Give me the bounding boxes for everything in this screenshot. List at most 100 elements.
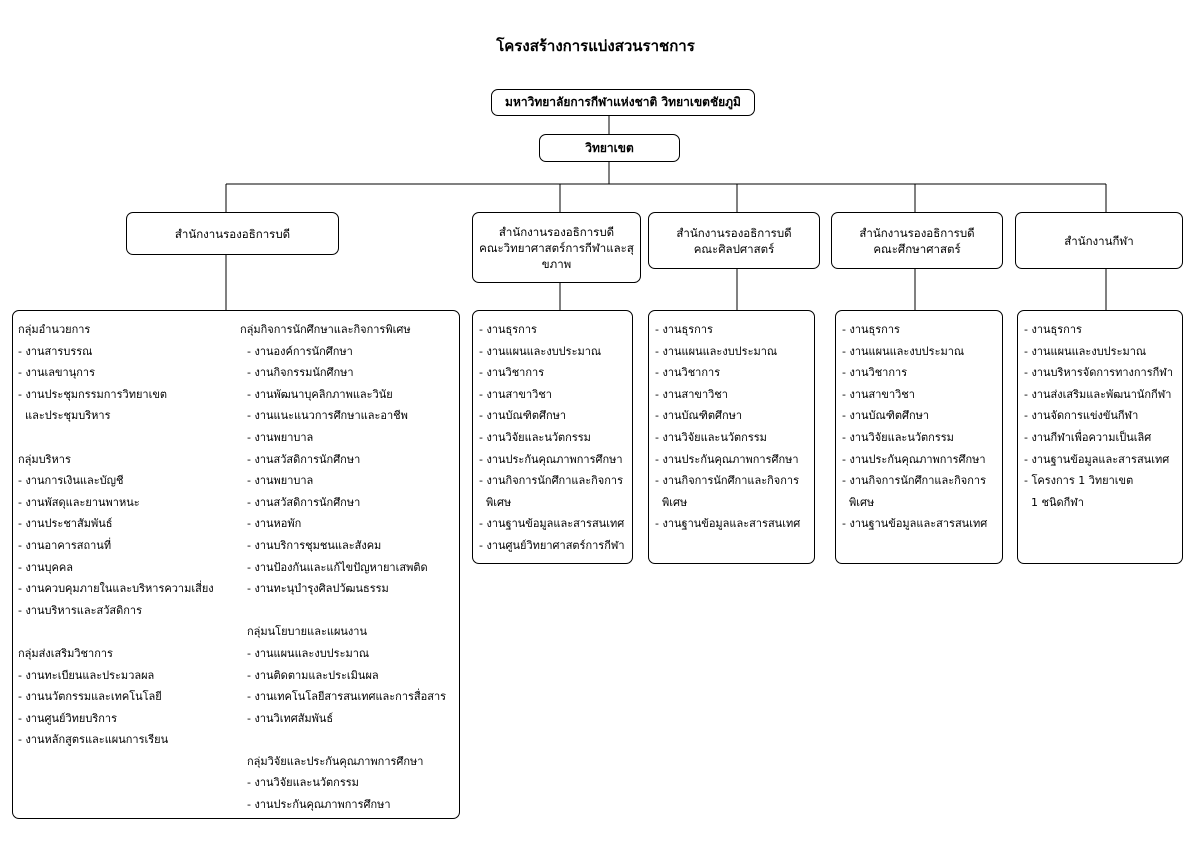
list-item: - งานบริการชุมชนและสังคม [240, 538, 382, 552]
list-item: - งานป้องกันและแก้ไขปัญหายาเสพติด [240, 560, 428, 574]
list-group-heading: กลุ่มกิจการนักศึกษาและกิจการพิเศษ [240, 323, 411, 336]
list-item: - งานพยาบาล [240, 474, 314, 488]
list-item: - งานกีฬาเพื่อความเป็นเลิศ [1024, 430, 1152, 444]
office-label: คณะศึกษาศาสตร์ [873, 241, 961, 256]
university-box: มหาวิทยาลัยการกีฬาแห่งชาติ วิทยาเขตชัยภู… [491, 89, 755, 116]
list-group-heading: กลุ่มบริหาร [18, 452, 71, 466]
list-item: - งานธุรการ [1024, 323, 1082, 336]
office-label: สำนักงานรองอธิการบดี [498, 224, 615, 239]
list-column: - งานธุรการ - งานแผนและงบประมาณ - งานบริหา… [1024, 319, 1182, 513]
office-label: สำนักงานรองอธิการบดี [859, 225, 975, 240]
list-item: - งานบัณฑิตศึกษา [655, 409, 743, 423]
list-item: - งานติดตามและประเมินผล [240, 668, 379, 682]
office-box-sports: สำนักงานกีฬา [1015, 212, 1183, 269]
list-item: - งานฐานข้อมูลและสารสนเทศ [479, 517, 625, 531]
list-item: - งานสาขาวิชา [479, 387, 552, 401]
office-label: สำนักงานรองอธิการบดี [174, 226, 291, 241]
office-label: คณะศิลปศาสตร์ [693, 241, 775, 256]
list-item: - งานพยาบาล [240, 430, 314, 444]
list-item: - งานนวัตกรรมและเทคโนโลยี [18, 690, 162, 704]
list-item: - งานสารบรรณ [18, 344, 93, 358]
list-item: - งานประกันคุณภาพการศึกษา [240, 798, 391, 812]
list-item: - งานประกันคุณภาพการศึกษา [479, 452, 623, 466]
list-item: - งานจัดการแข่งขันกีฬา [1024, 409, 1139, 423]
list-item: - งานวิเทศสัมพันธ์ [240, 711, 334, 725]
office-label: ขภาพ [541, 256, 572, 271]
list-item: - โครงการ 1 วิทยาเขต [1024, 474, 1134, 488]
list-item: - งานสวัสดิการนักศึกษา [240, 452, 361, 466]
list-gap [18, 427, 214, 449]
list-item: - งานแผนและงบประมาณ [479, 344, 602, 358]
list-item: - งานบริหารและสวัสดิการ [18, 603, 142, 617]
list-group-heading: พิเศษ [842, 495, 875, 509]
office-box-liberal-arts: สำนักงานรองอธิการบดี คณะศิลปศาสตร์ [648, 212, 820, 269]
list-group-heading: 1 ชนิดกีฬา [1024, 495, 1084, 509]
list-item: - งานกิจการนักศึกาและกิจการ [842, 474, 986, 488]
list-item: - งานวิชาการ [479, 366, 545, 380]
list-item: - งานหลักสูตรและแผนการเรียน [18, 733, 169, 747]
list-item: - งานบุคคล [18, 560, 73, 574]
list-item: - งานองค์การนักศึกษา [240, 344, 353, 358]
list-item: - งานวิจัยและนวัตกรรม [240, 776, 359, 790]
list-group-heading: พิเศษ [655, 495, 688, 509]
list-box-sports-science: - งานธุรการ- งานแผนและงบประมาณ- งานวิชาก… [472, 310, 633, 564]
list-item: - งานเลขานุการ [18, 366, 95, 380]
list-item: - งานประกันคุณภาพการศึกษา [655, 452, 799, 466]
list-column: - งานธุรการ- งานแผนและงบประมาณ- งานวิชาก… [842, 319, 1002, 535]
list-item: - งานพัสดุและยานพาหนะ [18, 495, 140, 509]
list-item: - งานควบคุมภายในและบริหารความเสี่ยง [18, 582, 214, 596]
list-item: - งานเทคโนโลยีสารสนเทศและการสื่อสาร [240, 690, 447, 704]
office-label: สำนักงานรองอธิการบดี [676, 225, 792, 240]
list-item: - งานแผนและงบประมาณ [1024, 344, 1147, 358]
university-label: มหาวิทยาลัยการกีฬาแห่งชาติ วิทยาเขตชัยภู… [505, 95, 741, 109]
list-gap [18, 621, 214, 643]
list-item: - งานฐานข้อมูลและสารสนเทศ [655, 517, 801, 531]
list-box-vice-president: กลุ่มอำนวยการ - งานสารบรรณ - งานเลขานุการ -… [12, 310, 460, 819]
list-item: - งานพัฒนาบุคลิกภาพและวินัย [240, 387, 393, 401]
list-item: - งานสาขาวิชา [655, 387, 728, 401]
list-item: - งานวิชาการ [842, 366, 908, 380]
list-item: - งานการเงินและบัญชี [18, 474, 124, 488]
list-item: - งานวิชาการ [655, 366, 721, 380]
campus-label: วิทยาเขต [585, 140, 634, 155]
list-group-heading: และประชุมบริหาร [18, 409, 111, 423]
list-item: - งานแนะแนวการศึกษาและอาชีพ [240, 409, 408, 423]
list-item: - งานส่งเสริมและพัฒนานักกีฬา [1024, 387, 1172, 401]
list-item: - งานวิจัยและนวัตกรรม [655, 430, 767, 444]
list-item: - งานสาขาวิชา [842, 387, 915, 401]
list-item: - งานศูนย์วิทยบริการ [18, 711, 117, 725]
list-item: - งานธุรการ [655, 323, 713, 336]
list-item: - งานวิจัยและนวัตกรรม [479, 430, 591, 444]
list-item: - งานบริหารจัดการทางการกีฬา [1024, 366, 1173, 380]
office-box-education: สำนักงานรองอธิการบดี คณะศึกษาศาสตร์ [831, 212, 1003, 269]
list-item: - งานศูนย์วิทยาศาสตร์การกีฬา [479, 538, 625, 552]
list-box-education: - งานธุรการ- งานแผนและงบประมาณ- งานวิชาก… [835, 310, 1003, 564]
list-item: - งานประชาสัมพันธ์ [18, 517, 113, 531]
list-group-heading: พิเศษ [479, 495, 512, 509]
list-item: - งานแผนและงบประมาณ [655, 344, 778, 358]
list-box-liberal-arts: - งานธุรการ - งานแผนและงบประมาณ - งานวิชาก… [648, 310, 815, 564]
list-item: - งานฐานข้อมูลและสารสนเทศ [1024, 452, 1170, 466]
list-item: - งานวิจัยและนวัตกรรม [842, 430, 954, 444]
office-label: สำนักงานกีฬา [1064, 233, 1134, 248]
list-group-heading: กลุ่มส่งเสริมวิชาการ [18, 646, 113, 660]
office-box-vice-president: สำนักงานรองอธิการบดี [126, 212, 339, 255]
list-item: - งานหอพัก [240, 517, 302, 531]
list-item: - งานอาคารสถานที่ [18, 538, 112, 552]
list-item: - งานประกันคุณภาพการศึกษา [842, 452, 986, 466]
list-item: - งานบัณฑิตศึกษา [479, 409, 567, 423]
list-column-left: กลุ่มอำนวยการ - งานสารบรรณ - งานเลขานุการ -… [18, 319, 214, 751]
list-group-heading: กลุ่มวิจัยและประกันคุณภาพการศึกษา [240, 754, 424, 768]
list-group-heading: กลุ่มอำนวยการ [18, 323, 91, 336]
list-item: - งานกิจการนักศึกาและกิจการ [479, 474, 623, 488]
list-item: - งานธุรการ [842, 323, 900, 336]
office-label: คณะวิทยาศาสตร์การกีฬาและสุ [479, 240, 634, 255]
list-item: - งานกิจกรรมนักศึกษา [240, 366, 354, 380]
list-item: - งานทะเบียนและประมวลผล [18, 668, 155, 682]
list-column-right: กลุ่มกิจการนักศึกษาและกิจการพิเศษ - งานอ… [240, 319, 446, 816]
list-column: - งานธุรการ- งานแผนและงบประมาณ- งานวิชาก… [479, 319, 632, 557]
chart-title: โครงสร้างการแบ่งสวนราชการ [496, 37, 695, 55]
list-gap [240, 600, 446, 622]
campus-box: วิทยาเขต [539, 134, 680, 162]
